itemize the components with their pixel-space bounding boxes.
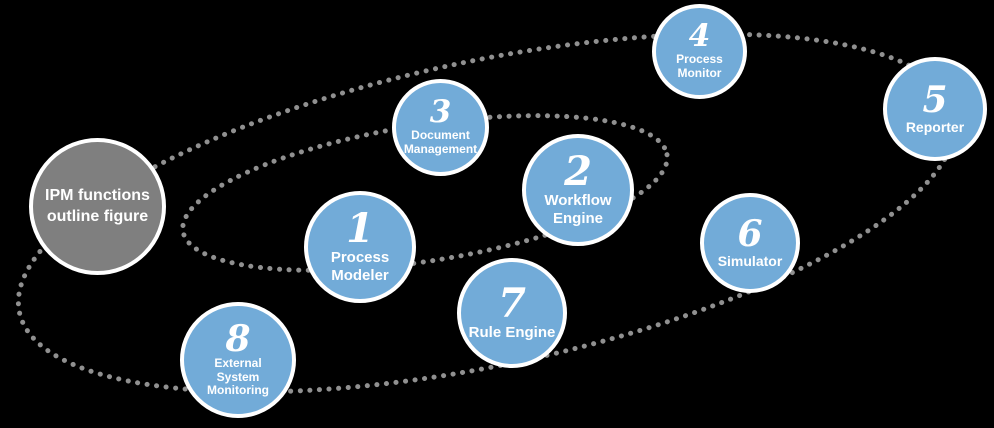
node-number: 3	[429, 94, 452, 131]
node-7-rule-engine: 7 Rule Engine	[457, 258, 567, 368]
node-label: External System Monitoring	[207, 355, 269, 398]
node-label: Workflow Engine	[544, 192, 612, 227]
node-3-document-management: 3 Document Management	[392, 79, 489, 176]
node-number: 2	[564, 148, 592, 196]
node-number: 4	[688, 18, 711, 55]
hub-ipm-functions: IPM functions outline figure	[29, 138, 166, 275]
node-label: Simulator	[717, 252, 783, 269]
node-2-workflow-engine: 2 Workflow Engine	[522, 134, 634, 246]
node-6-simulator: 6 Simulator	[700, 193, 800, 293]
node-number: 6	[737, 213, 763, 256]
node-label: Process Modeler	[330, 249, 390, 284]
node-label: Document Management	[403, 127, 478, 156]
node-label: Process Monitor	[676, 51, 723, 80]
node-8-external-system-monitoring: 8 External System Monitoring	[180, 302, 296, 418]
node-label: Rule Engine	[468, 323, 556, 341]
node-1-process-modeler: 1 Process Modeler	[304, 191, 416, 303]
node-4-process-monitor: 4 Process Monitor	[652, 4, 747, 99]
node-label: Reporter	[905, 118, 965, 135]
node-number: 8	[225, 317, 251, 360]
node-5-reporter: 5 Reporter	[883, 57, 987, 161]
node-number: 1	[346, 205, 374, 253]
node-number: 7	[498, 279, 526, 327]
node-number: 5	[922, 79, 948, 122]
hub-label: IPM functions outline figure	[45, 186, 150, 225]
